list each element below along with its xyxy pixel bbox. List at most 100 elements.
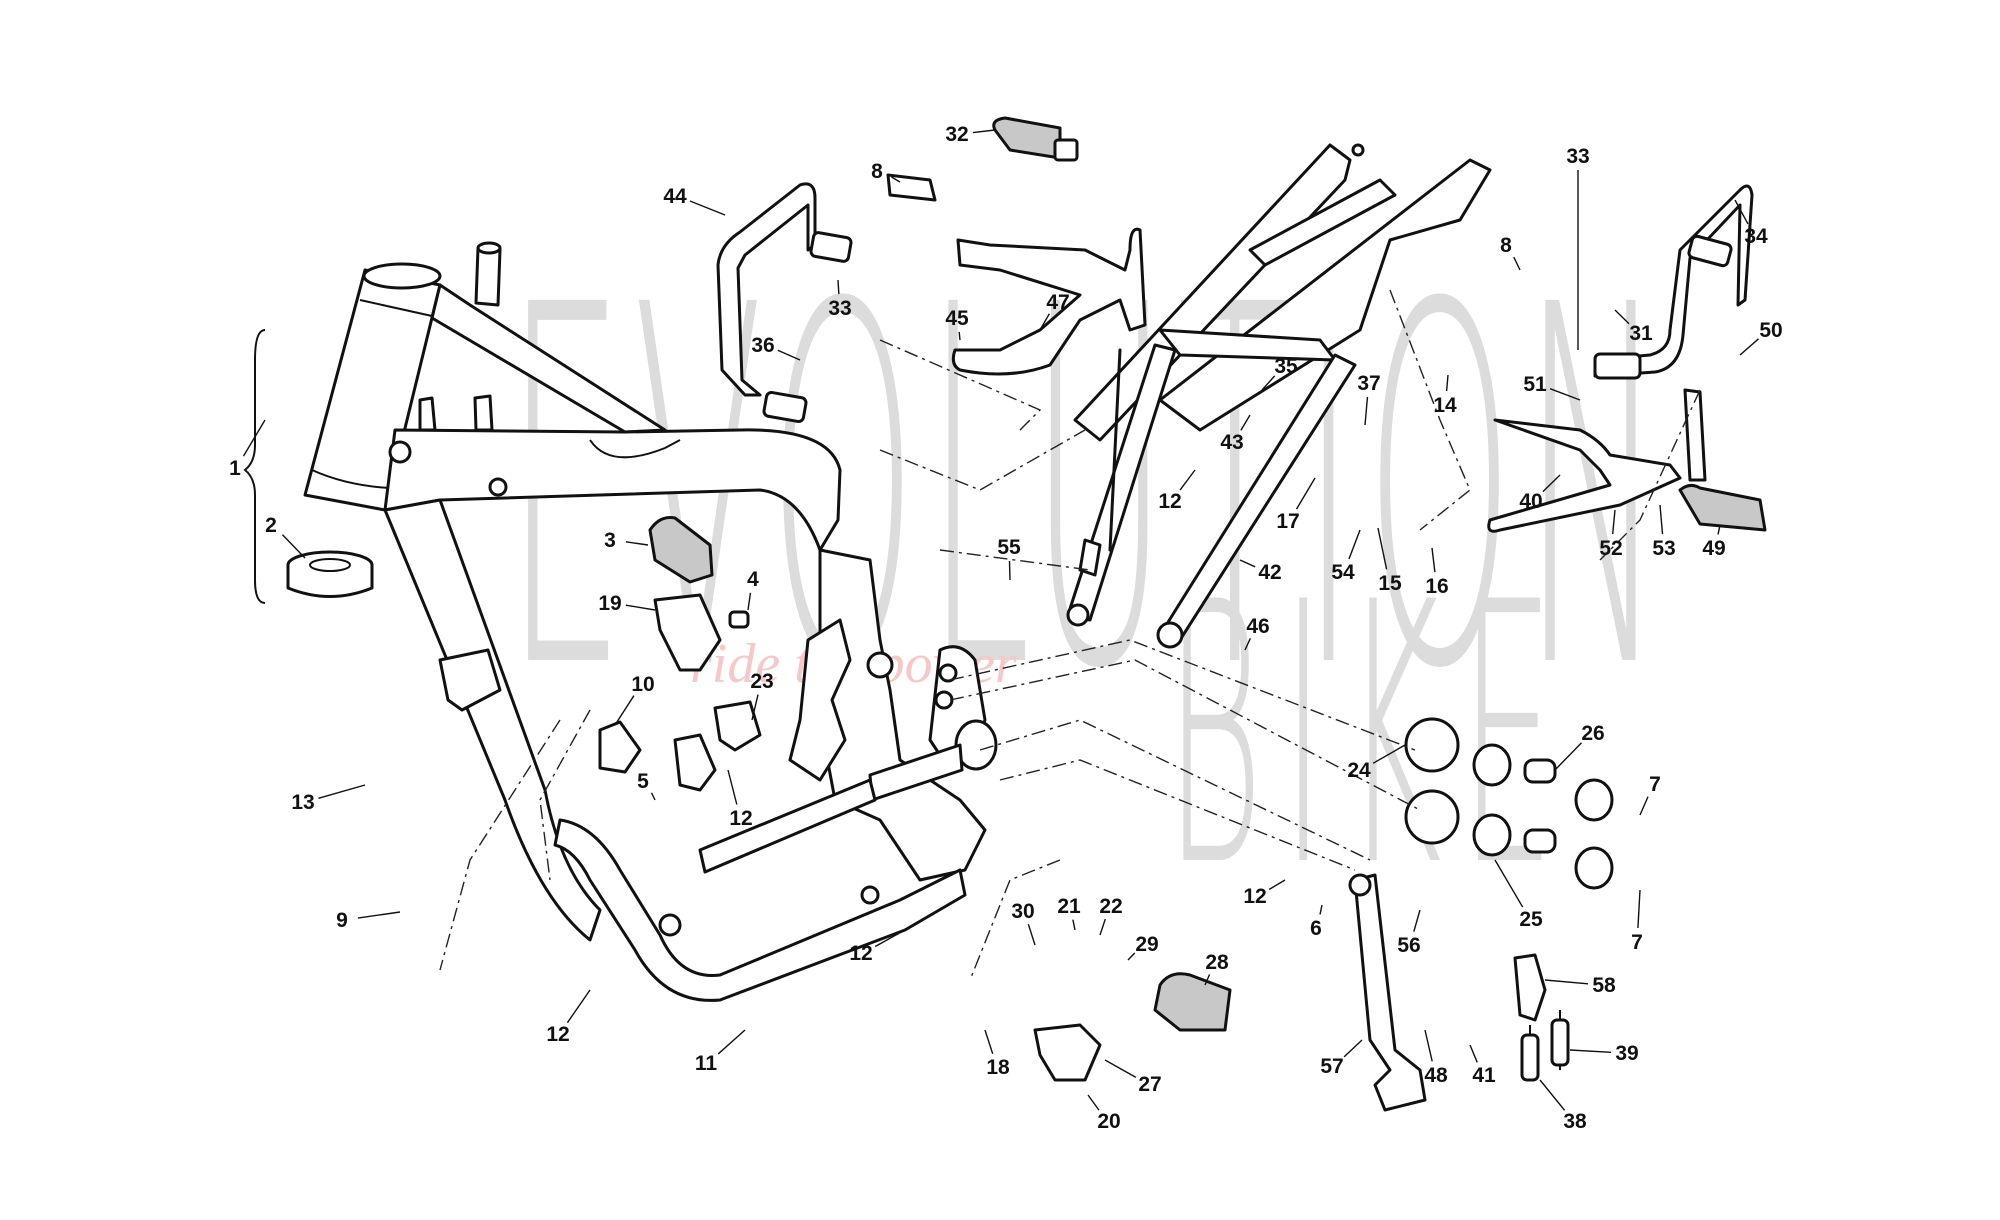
callout-leader-line: [1319, 904, 1323, 915]
callout-12: 12: [1158, 469, 1196, 513]
callout-leader-line: [281, 534, 306, 559]
callout-4: 4: [747, 568, 759, 611]
callout-label: 47: [1046, 291, 1069, 314]
callout-leader-line: [689, 200, 726, 216]
callout-36: 36: [751, 334, 801, 361]
callout-30: 30: [1011, 900, 1036, 946]
callout-leader-line: [1087, 1094, 1100, 1111]
callout-13: 13: [291, 784, 366, 814]
footpeg-rubber-28: [1153, 972, 1232, 1032]
callout-label: 12: [849, 942, 872, 965]
callout-7: 7: [1639, 773, 1661, 816]
assembly-brace: [243, 329, 266, 604]
callout-leader-line: [566, 989, 591, 1024]
callout-7: 7: [1631, 889, 1643, 954]
callout-label: 12: [1243, 885, 1266, 908]
callout-23: 23: [750, 670, 774, 721]
callout-leader-line: [1127, 952, 1136, 961]
callout-label: 6: [1310, 917, 1322, 940]
callout-43: 43: [1220, 414, 1251, 454]
callout-label: 8: [871, 160, 883, 183]
callout-label: 2: [265, 514, 277, 537]
callout-leader-line: [1244, 638, 1252, 651]
callout-leader-line: [1364, 396, 1369, 426]
callout-25: 25: [1494, 859, 1543, 931]
callout-leader-line: [1734, 199, 1749, 225]
callout-label: 12: [729, 807, 752, 830]
callout-label: 42: [1258, 561, 1281, 584]
callout-label: 31: [1629, 322, 1653, 345]
callout-8: 8: [871, 160, 901, 183]
callout-leader-line: [1179, 469, 1196, 491]
callout-27: 27: [1104, 1059, 1162, 1096]
callout-label: 28: [1205, 951, 1229, 974]
callout-5: 5: [637, 770, 656, 801]
callout-leader-line: [242, 419, 266, 457]
callout-leader-line: [984, 1029, 994, 1055]
callout-29: 29: [1127, 933, 1159, 961]
callout-leader-line: [717, 1029, 746, 1055]
callout-leader-line: [1614, 309, 1630, 325]
footpeg-rubber-3: [648, 516, 714, 584]
callout-leader-line: [1554, 742, 1583, 771]
callout-44: 44: [663, 185, 726, 216]
callout-leader-line: [972, 129, 996, 134]
callout-35: 35: [1261, 355, 1298, 391]
callout-label: 11: [695, 1052, 718, 1075]
callout-40: 40: [1519, 474, 1561, 513]
callout-label: 56: [1397, 934, 1420, 957]
callout-leader-line: [318, 784, 366, 799]
brake-pedal-40: [1487, 388, 1707, 533]
callout-label: 10: [631, 673, 654, 696]
callout-41: 41: [1469, 1044, 1496, 1087]
callout-label: 49: [1702, 537, 1725, 560]
callout-12: 12: [727, 769, 753, 830]
callout-37: 37: [1357, 372, 1381, 426]
footpeg-rubber-49: [1678, 483, 1767, 532]
callout-leader-line: [614, 695, 635, 726]
callout-2: 2: [265, 514, 306, 559]
callout-label: 21: [1057, 895, 1081, 918]
callout-label: 38: [1563, 1110, 1587, 1133]
callout-58: 58: [1544, 974, 1616, 997]
callout-34: 34: [1734, 199, 1768, 248]
callout-leader-line: [751, 694, 759, 721]
main-spar: [383, 428, 842, 552]
callout-label: 24: [1347, 759, 1371, 782]
callout-label: 36: [751, 334, 774, 357]
callout-leader-line: [1239, 559, 1256, 568]
callout-label: 45: [945, 307, 969, 330]
callout-16: 16: [1425, 547, 1449, 598]
callout-label: 29: [1135, 933, 1158, 956]
callout-57: 57: [1320, 1039, 1363, 1078]
callout-label: 5: [637, 770, 649, 793]
callout-38: 38: [1539, 1079, 1587, 1133]
callout-12: 12: [1243, 879, 1286, 908]
callout-50: 50: [1739, 319, 1783, 356]
callout-label: 53: [1652, 537, 1675, 560]
callout-label: 52: [1599, 537, 1622, 560]
callout-leader-line: [1717, 524, 1721, 535]
callout-label: 33: [828, 297, 851, 320]
callout-leader-line: [1513, 256, 1521, 271]
callout-leader-line: [1544, 979, 1589, 985]
springs-38-39: [1520, 1010, 1570, 1082]
callout-leader-line: [1469, 1044, 1478, 1063]
callout-55: 55: [997, 536, 1021, 581]
callout-label: 27: [1138, 1073, 1161, 1096]
fuel-tank-mount: [474, 246, 502, 307]
callout-18: 18: [984, 1029, 1010, 1079]
callout-31: 31: [1614, 309, 1653, 345]
bushings-24-26: [1404, 717, 1614, 890]
callout-label: 23: [750, 670, 773, 693]
callout-leader-line: [1542, 474, 1561, 493]
callout-label: 39: [1615, 1042, 1638, 1065]
callout-leader-line: [1027, 923, 1036, 946]
spar-bracket-1: [418, 396, 437, 432]
callout-12: 12: [849, 929, 906, 965]
callout-leader-line: [1204, 974, 1211, 986]
callout-label: 35: [1274, 355, 1298, 378]
callout-label: 55: [997, 536, 1021, 559]
callout-leader-line: [1377, 527, 1388, 570]
